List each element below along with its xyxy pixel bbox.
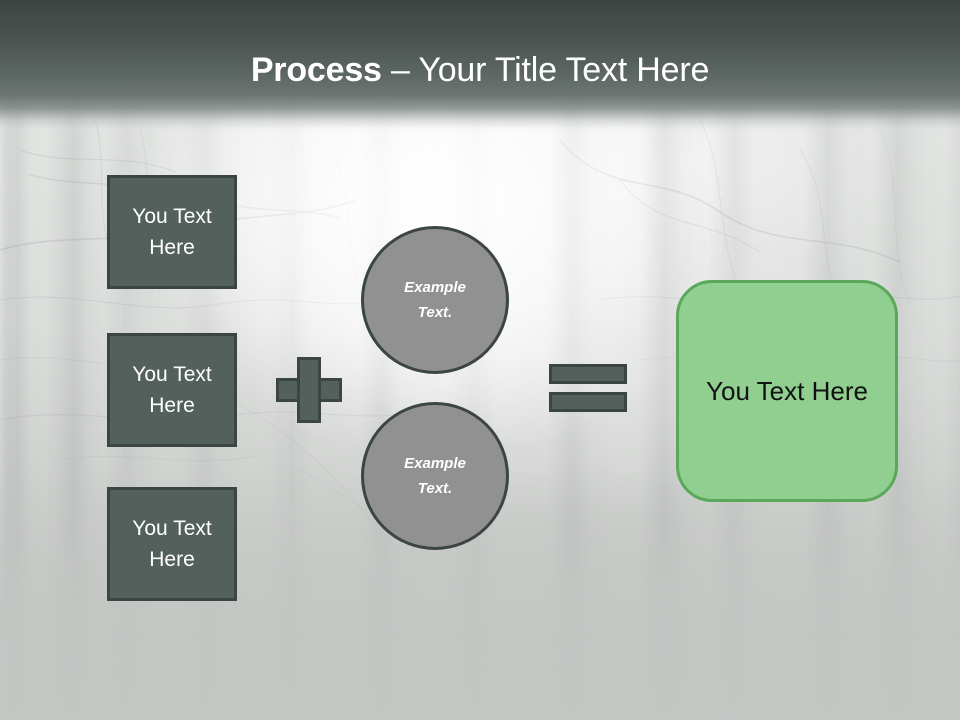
result-box[interactable]: You Text Here — [676, 280, 898, 502]
input-box-2-label: You Text Here — [132, 363, 212, 417]
equals-sign-icon — [549, 364, 627, 412]
plus-center-fill — [300, 381, 318, 399]
example-circle-1-line1: Example — [404, 279, 466, 296]
plus-sign-icon — [276, 357, 342, 423]
equals-top-bar — [549, 364, 627, 384]
page-title-strong: Process — [250, 51, 382, 89]
example-circle-1-line2: Text. — [417, 304, 453, 321]
input-box-1[interactable]: You Text Here — [107, 175, 237, 289]
equals-bottom-bar — [549, 392, 627, 412]
example-circle-2-line1: Example — [404, 455, 466, 472]
page-title-rest: – Your Title Text Here — [381, 51, 710, 89]
page-title: Process – Your Title Text Here — [0, 0, 960, 90]
input-box-2[interactable]: You Text Here — [107, 333, 237, 447]
result-box-label: You Text Here — [706, 376, 868, 406]
input-box-3[interactable]: You Text Here — [107, 487, 237, 601]
input-box-3-label: You Text Here — [132, 517, 212, 571]
example-circle-1[interactable]: Example Text. — [361, 226, 509, 374]
example-circle-2-line2: Text. — [417, 480, 453, 497]
example-circle-2[interactable]: Example Text. — [361, 402, 509, 550]
input-box-1-label: You Text Here — [132, 205, 212, 259]
